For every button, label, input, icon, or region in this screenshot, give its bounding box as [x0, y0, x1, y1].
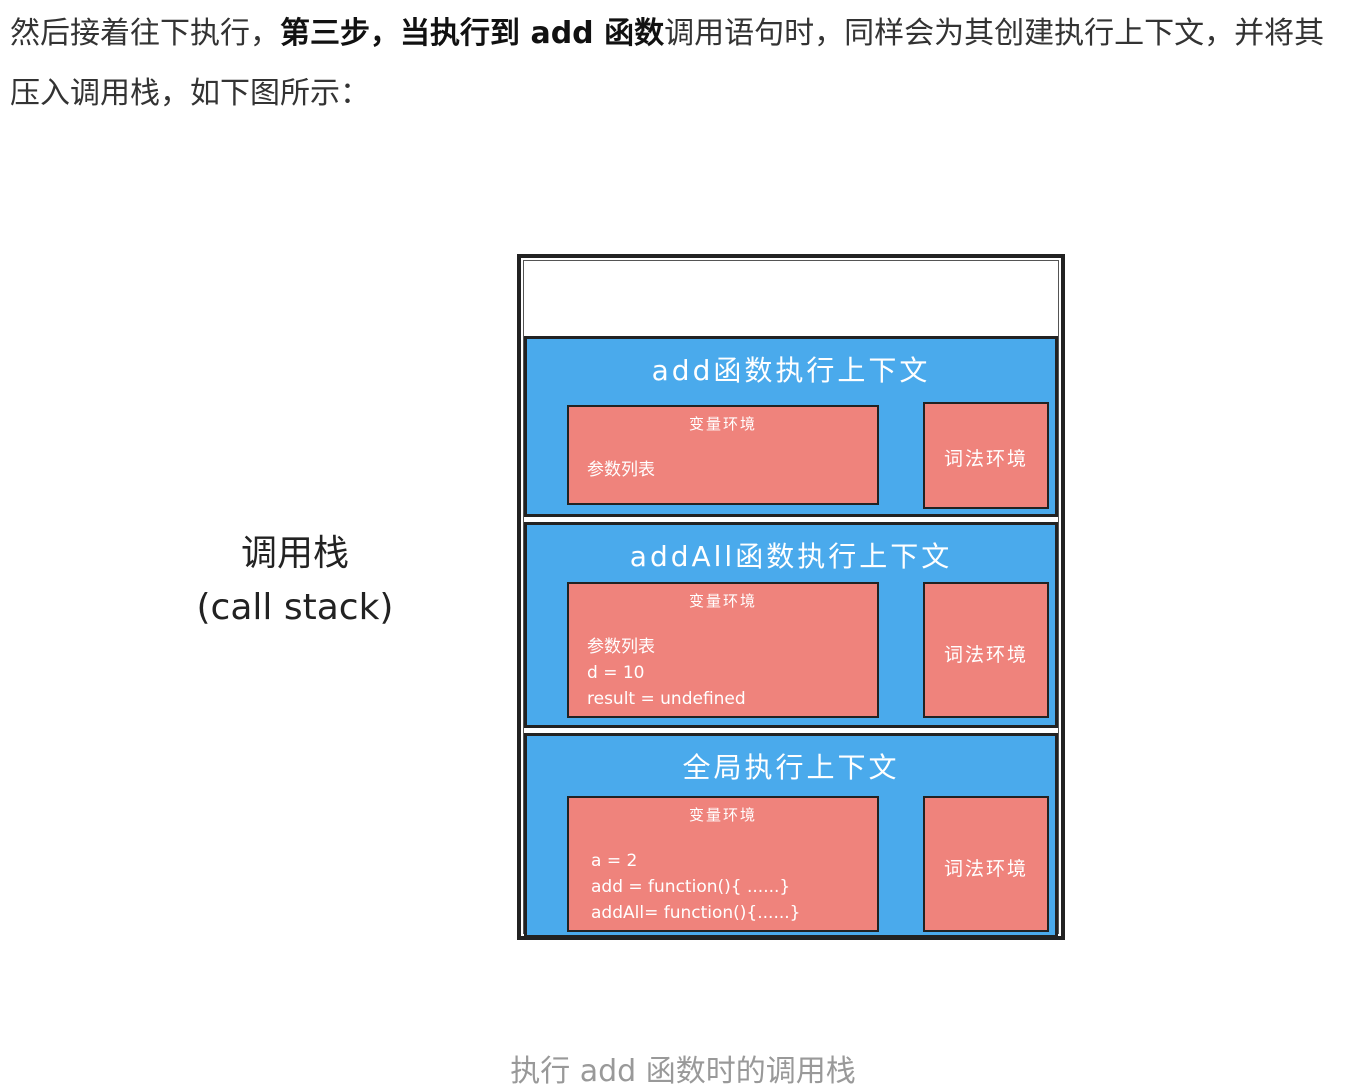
lexical-environment: 词法环境: [923, 402, 1049, 509]
variable-line: 参数列表: [587, 637, 655, 657]
lexical-env-label: 词法环境: [943, 858, 1028, 880]
lexical-env-label: 词法环境: [943, 448, 1028, 470]
global-execution-context: 全局执行上下文 变量环境 a = 2 add = function(){ ...…: [524, 733, 1058, 938]
stack-label-en: (call stack): [196, 587, 394, 628]
add-execution-context: add函数执行上下文 变量环境 参数列表 词法环境: [524, 336, 1058, 517]
lexical-env-label: 词法环境: [943, 644, 1028, 666]
intro-text-1: 然后接着往下执行，: [10, 16, 280, 51]
addall-execution-context: addAll函数执行上下文 变量环境 参数列表 d = 10 result = …: [524, 522, 1058, 728]
variable-env-title: 变量环境: [688, 592, 757, 610]
intro-paragraph: 然后接着往下执行，第三步，当执行到 add 函数调用语句时，同样会为其创建执行上…: [10, 4, 1350, 124]
variable-line: add = function(){ ......}: [591, 877, 791, 897]
variable-line: addAll= function(){......}: [591, 903, 801, 923]
variable-line: d = 10: [587, 663, 645, 683]
variable-environment: 变量环境 参数列表: [567, 405, 879, 505]
figure-caption: 执行 add 函数时的调用栈: [510, 1054, 856, 1089]
context-title: addAll函数执行上下文: [629, 540, 953, 573]
variable-env-lines: 参数列表: [587, 457, 655, 483]
stack-label-zh: 调用栈: [240, 533, 349, 574]
variable-line: 参数列表: [587, 460, 655, 480]
variable-line: result = undefined: [587, 689, 746, 709]
variable-env-lines: 参数列表 d = 10 result = undefined: [587, 634, 746, 712]
context-title: add函数执行上下文: [651, 354, 931, 387]
variable-env-lines: a = 2 add = function(){ ......} addAll= …: [591, 848, 801, 926]
intro-text-2: 调用语句时，同样会为其创建执行上下文，并将其压入调用栈，如下图所示：: [10, 16, 1325, 111]
intro-bold-text: 第三步，当执行到 add 函数: [280, 16, 665, 51]
lexical-environment: 词法环境: [923, 582, 1049, 718]
lexical-environment: 词法环境: [923, 796, 1049, 932]
variable-env-title: 变量环境: [688, 415, 757, 433]
variable-line: a = 2: [591, 851, 638, 871]
variable-environment: 变量环境 参数列表 d = 10 result = undefined: [567, 582, 879, 718]
context-title: 全局执行上下文: [682, 751, 900, 784]
variable-env-title: 变量环境: [688, 806, 757, 824]
variable-environment: 变量环境 a = 2 add = function(){ ......} add…: [567, 796, 879, 932]
